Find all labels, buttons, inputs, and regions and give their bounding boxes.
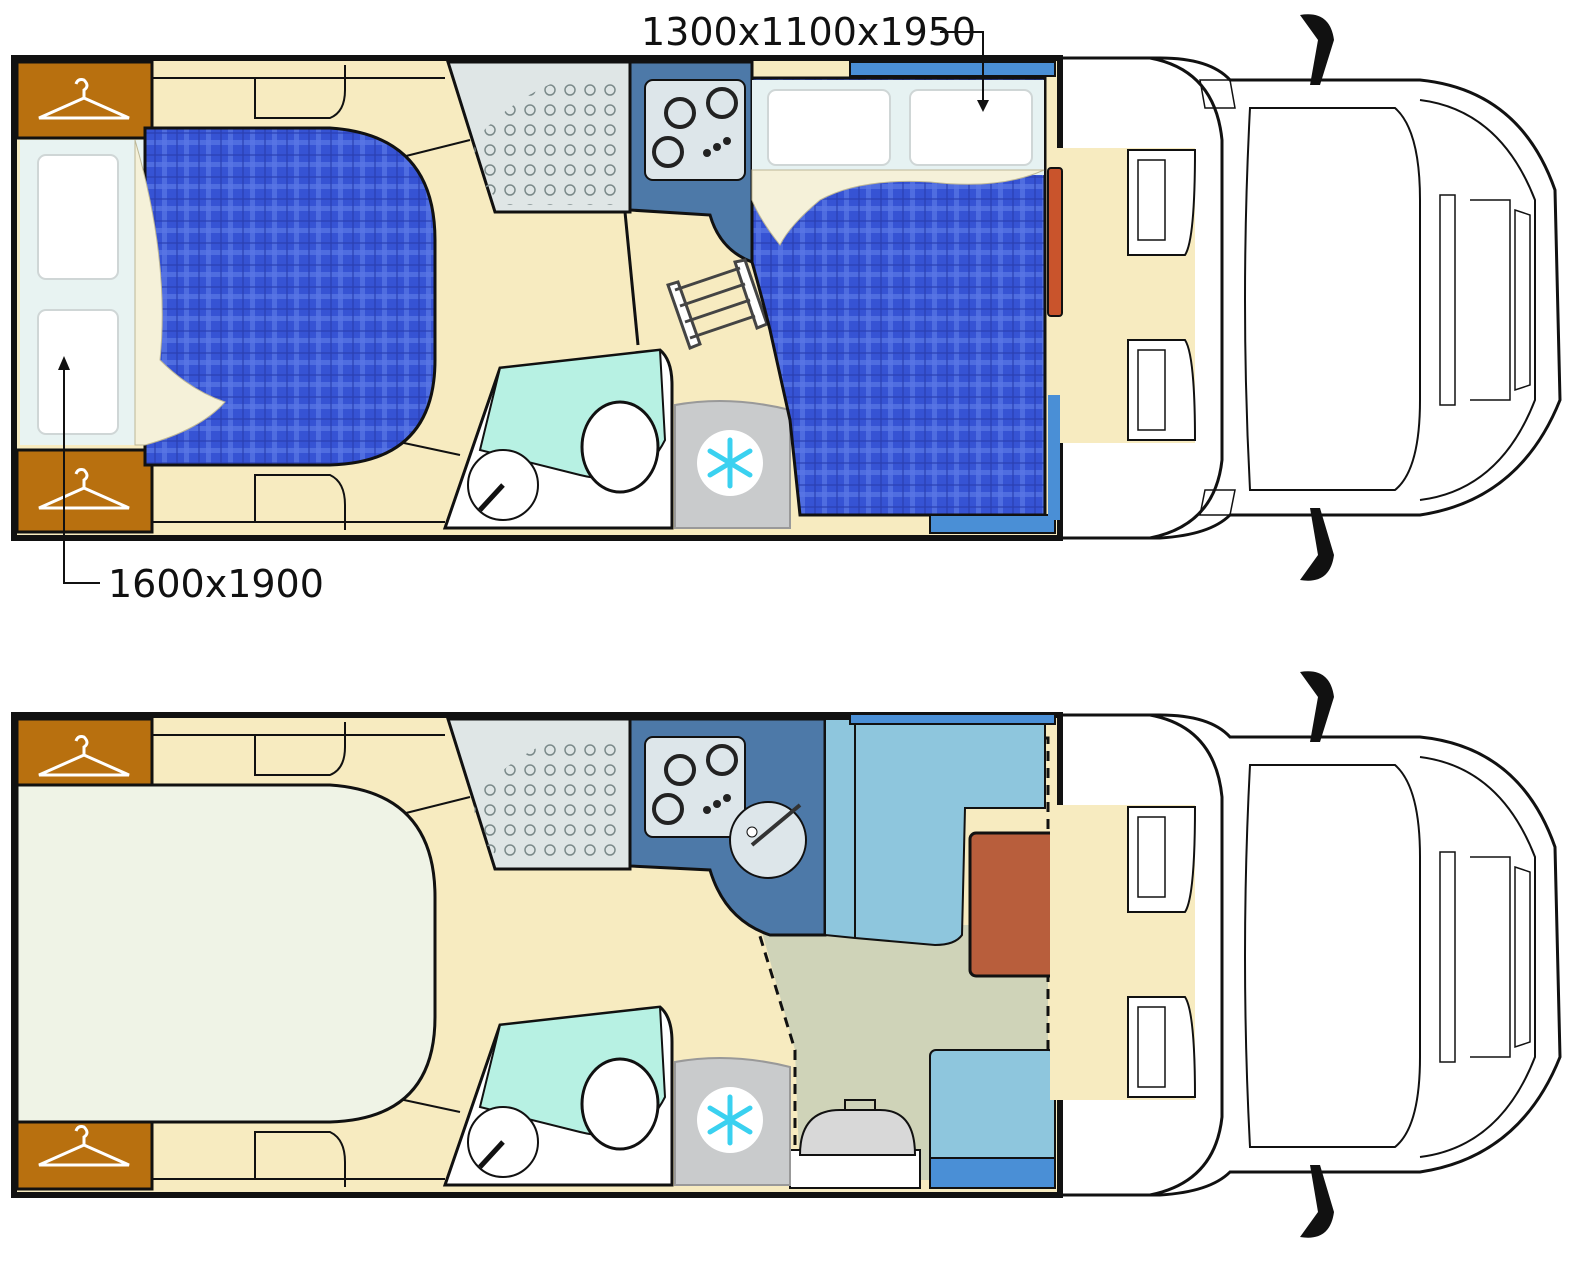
snowflake-icon (707, 1094, 753, 1146)
dinette-table (968, 831, 1064, 978)
stove-burner-icon (652, 87, 738, 168)
washroom-bottom (442, 1005, 674, 1187)
rear-bed-dimension: 1600x1900 (108, 562, 324, 606)
toilet-icon (580, 400, 660, 494)
mirror-icon (1300, 14, 1334, 86)
fridge-bottom (674, 1057, 791, 1186)
dinette-bench-front (824, 713, 1056, 947)
floorplan-bottom (11, 671, 1562, 1238)
kitchen-bottom (628, 717, 827, 937)
rear-bed (20, 126, 437, 467)
hanger-icon (38, 1125, 130, 1167)
overcab-bed (750, 61, 1056, 534)
cab-seats-top (1047, 148, 1197, 520)
fridge-top (674, 400, 791, 529)
mirror-icon (1300, 508, 1334, 581)
mirror-icon (1300, 1165, 1334, 1238)
floorplan-top: 1300x1100x1950 1600x1900 (11, 10, 1562, 606)
washroom-top (442, 348, 674, 530)
overcab-bed-dimension: 1300x1100x1950 (641, 10, 976, 54)
cab-seats-bottom (1050, 805, 1197, 1100)
toilet-icon (580, 1057, 660, 1151)
wardrobe-bottom-left (15, 448, 154, 534)
ladder-icon (666, 258, 769, 350)
pillow-icon (37, 154, 119, 280)
kitchen-top (628, 60, 754, 265)
shower-tray-bottom (445, 717, 632, 871)
shower-tray-top (445, 60, 632, 214)
wardrobe-top-left (15, 60, 154, 140)
hanger-icon (38, 468, 130, 510)
stove-burner-icon (652, 744, 738, 825)
sink-icon (729, 801, 807, 879)
pillow-icon (37, 309, 119, 435)
rear-lounge (15, 783, 437, 1124)
pillow-icon (767, 89, 891, 166)
hanger-icon (38, 735, 130, 777)
pillow-icon (909, 89, 1033, 166)
snowflake-icon (707, 437, 753, 489)
mirror-icon (1300, 671, 1334, 742)
hanger-icon (38, 78, 130, 120)
dinette-bench-rear (929, 1049, 1056, 1189)
